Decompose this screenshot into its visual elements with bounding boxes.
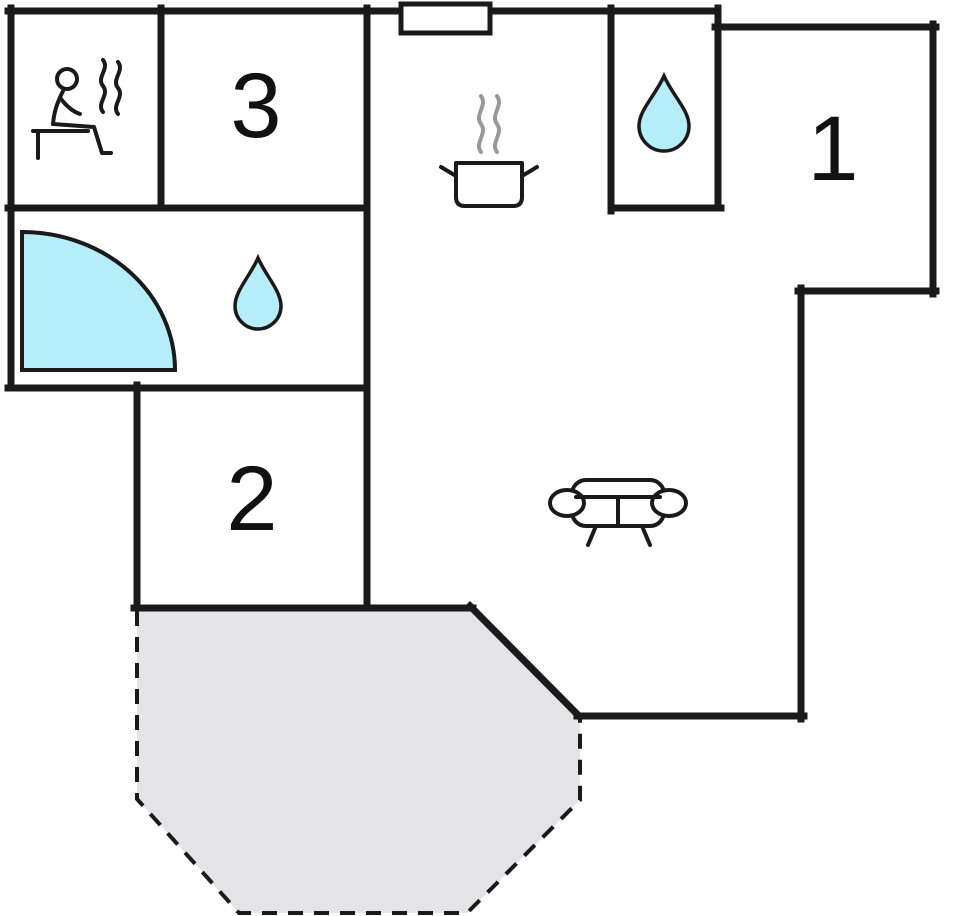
chimney-marker [398,1,493,36]
room-label-2: 2 [226,448,277,550]
wall-diagonal [465,601,585,722]
water-drop-icon [233,253,283,331]
water-drop-icon [637,71,691,153]
room-label-1: 1 [807,98,858,200]
room-label-3: 3 [230,55,281,157]
sauna-person-steam-icon [31,58,122,160]
terrace-area [137,608,580,913]
shower-quarter-circle-icon [20,229,178,372]
sofa-icon [548,478,688,547]
walls [4,4,940,723]
terrace-dashed-border [135,611,582,915]
cooking-pot-steam-icon [439,94,539,208]
